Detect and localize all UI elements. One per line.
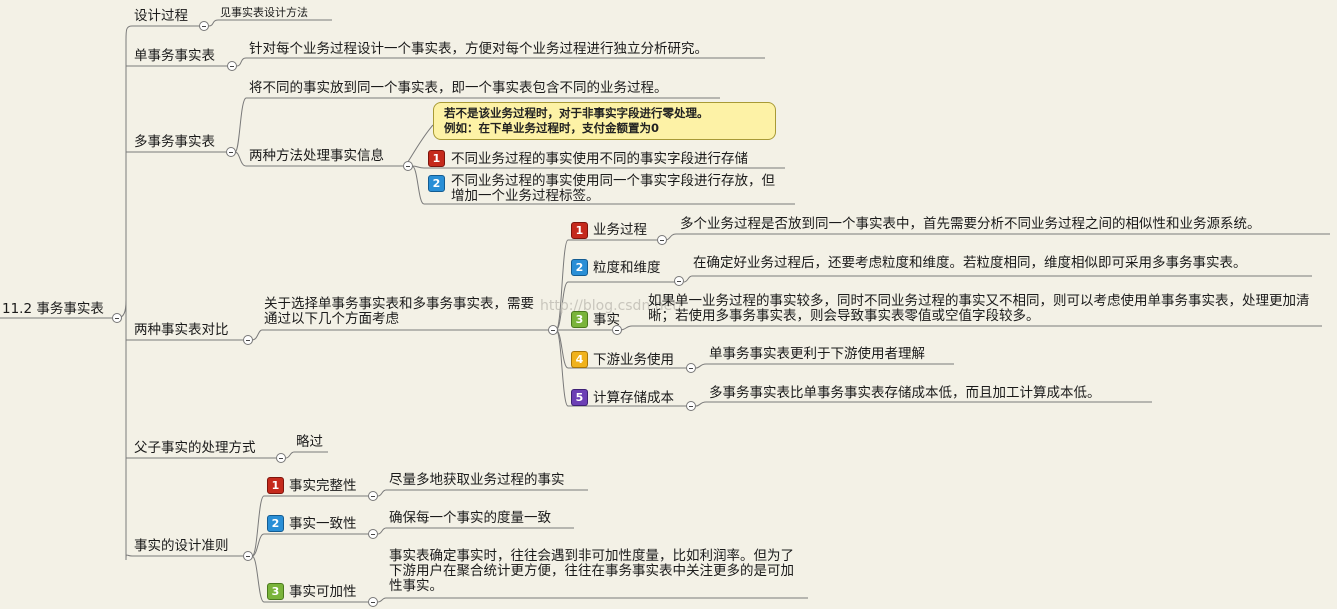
compare-item-1-detail: 多个业务过程是否放到同一个事实表中，首先需要分析不同业务过程之间的相似性和业务源… [680,216,1261,232]
callout-line-2: 例如：在下单业务过程时，支付金额置为0 [444,121,659,135]
topic-single-fact[interactable]: 单事务事实表 [134,48,215,64]
parent-child-detail: 略过 [296,434,323,450]
topic-design-process[interactable]: 设计过程 [134,8,188,24]
principle-2-detail: 确保每一个事实的度量一致 [389,510,551,526]
priority-5-icon: 5 [571,389,588,406]
collapse-principles-icon[interactable] [243,551,253,561]
multi-fact-detail: 将不同的事实放到同一个事实表，即一个事实表包含不同的业务过程。 [249,80,668,96]
topic-compare[interactable]: 两种事实表对比 [134,322,229,338]
root-topic[interactable]: 11.2 事务事实表 [2,301,104,317]
compare-intro[interactable]: 关于选择单事务事实表和多事务事实表，需要通过以下几个方面考虑 [264,296,534,327]
collapse-principle-3-icon[interactable] [368,597,378,607]
design-process-detail: 见事实表设计方法 [220,6,308,19]
collapse-compare-intro-icon[interactable] [548,325,558,335]
principle-3-label[interactable]: 事实可加性 [289,584,357,600]
topic-methods[interactable]: 两种方法处理事实信息 [249,148,384,164]
priority-2-icon: 2 [571,259,588,276]
principle-2-label[interactable]: 事实一致性 [289,516,357,532]
callout-line-1: 若不是该业务过程时，对于非事实字段进行零处理。 [444,106,709,120]
compare-item-3-detail: 如果单一业务过程的事实较多，同时不同业务过程的事实又不相同，则可以考虑使用单事务… [648,293,1310,324]
collapse-single-fact-icon[interactable] [227,61,237,71]
compare-item-5-detail: 多事务事实表比单事务事实表存储成本低，而且加工计算成本低。 [709,385,1101,401]
compare-item-4-detail: 单事务事实表更利于下游使用者理解 [709,346,925,362]
collapse-design-process-icon[interactable] [199,21,209,31]
collapse-item-4-icon[interactable] [686,363,696,373]
collapse-item-1-icon[interactable] [657,235,667,245]
priority-4-icon: 4 [571,351,588,368]
compare-item-2-label[interactable]: 粒度和维度 [593,260,661,276]
principle-1-label[interactable]: 事实完整性 [289,478,357,494]
compare-item-4-label[interactable]: 下游业务使用 [593,352,674,368]
collapse-multi-fact-icon[interactable] [226,147,236,157]
priority-3-icon: 3 [267,583,284,600]
topic-parent-child[interactable]: 父子事实的处理方式 [134,440,256,456]
collapse-compare-icon[interactable] [243,335,253,345]
collapse-parent-child-icon[interactable] [276,453,286,463]
compare-item-2-detail: 在确定好业务过程后，还要考虑粒度和维度。若粒度相同，维度相似即可采用多事务事实表… [693,255,1247,271]
topic-multi-fact[interactable]: 多事务事实表 [134,134,215,150]
callout-note: 若不是该业务过程时，对于非事实字段进行零处理。 例如：在下单业务过程时，支付金额… [433,102,776,140]
collapse-item-3-icon[interactable] [612,325,622,335]
priority-3-icon: 3 [571,311,588,328]
principle-3-detail: 事实表确定事实时，往往会遇到非可加性度量，比如利润率。但为了下游用户在聚合统计更… [389,548,794,594]
priority-1-icon: 1 [571,222,588,239]
collapse-root-icon[interactable] [112,313,122,323]
collapse-item-2-icon[interactable] [674,276,684,286]
priority-2-icon: 2 [428,175,445,192]
compare-item-5-label[interactable]: 计算存储成本 [593,390,674,406]
single-fact-detail: 针对每个业务过程设计一个事实表，方便对每个业务过程进行独立分析研究。 [249,41,708,57]
method-1-text[interactable]: 不同业务过程的事实使用不同的事实字段进行存储 [451,151,748,167]
principle-1-detail: 尽量多地获取业务过程的事实 [389,472,565,488]
method-2-text[interactable]: 不同业务过程的事实使用同一个事实字段进行存放，但增加一个业务过程标签。 [451,173,775,204]
collapse-item-5-icon[interactable] [686,401,696,411]
watermark: http://blog.csdn.net/ [540,298,683,314]
topic-principles[interactable]: 事实的设计准则 [134,538,229,554]
collapse-principle-2-icon[interactable] [368,529,378,539]
collapse-principle-1-icon[interactable] [368,491,378,501]
priority-2-icon: 2 [267,515,284,532]
priority-1-icon: 1 [428,150,445,167]
priority-1-icon: 1 [267,477,284,494]
compare-item-3-label[interactable]: 事实 [593,312,620,328]
compare-item-1-label[interactable]: 业务过程 [593,222,647,238]
collapse-methods-icon[interactable] [403,161,413,171]
